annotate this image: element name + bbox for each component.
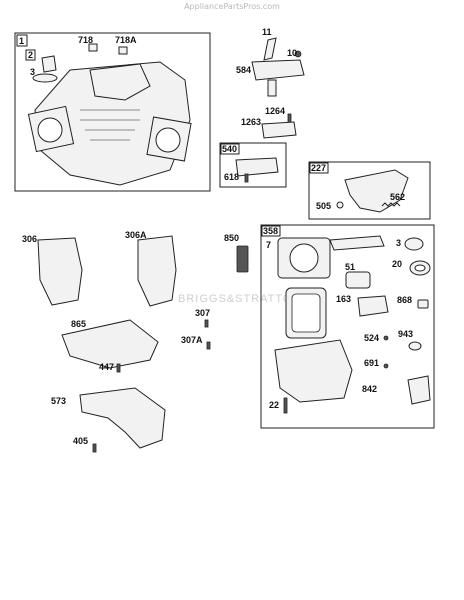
label-691: 691: [364, 358, 379, 368]
label-718: 718: [78, 35, 93, 45]
group-1-box: 1: [14, 32, 211, 192]
part-crankcase-gasket[interactable]: [274, 339, 353, 403]
group-2-box: 2: [25, 49, 36, 61]
part-breather-cover[interactable]: [251, 59, 305, 97]
part-reed-1263[interactable]: [261, 121, 297, 139]
part-valve-cover-gasket[interactable]: [285, 287, 327, 339]
label-618: 618: [224, 172, 239, 182]
label-405: 405: [73, 436, 88, 446]
part-screw-618[interactable]: [244, 173, 249, 183]
part-868[interactable]: [417, 299, 429, 309]
label-3-gasket-set: 3: [396, 238, 401, 248]
part-guard-573[interactable]: [79, 387, 166, 449]
label-22: 22: [269, 400, 279, 410]
part-air-guide-306[interactable]: [37, 237, 83, 306]
label-20: 20: [392, 259, 402, 269]
part-gasket-strip[interactable]: [329, 235, 385, 251]
part-air-guide-306a[interactable]: [137, 235, 177, 307]
part-gasket-163[interactable]: [357, 295, 389, 317]
brand-watermark: BRIGGS&STRATTON: [178, 293, 301, 305]
group-358-number: 358: [263, 226, 278, 236]
label-1263: 1263: [241, 117, 261, 127]
label-307: 307: [195, 308, 210, 318]
part-screw-405[interactable]: [92, 443, 97, 453]
part-bolt-22[interactable]: [283, 397, 288, 414]
label-307a: 307A: [181, 335, 203, 345]
group-358-box: 358: [260, 224, 435, 429]
part-bracket-227[interactable]: [344, 169, 409, 213]
part-head-gasket-7[interactable]: [277, 237, 331, 279]
label-584: 584: [236, 65, 251, 75]
part-seal-842[interactable]: [407, 375, 431, 405]
part-seal-3[interactable]: [404, 237, 424, 251]
part-spring-562[interactable]: [381, 202, 401, 207]
label-51: 51: [345, 262, 355, 272]
label-850: 850: [224, 233, 239, 243]
label-306: 306: [22, 234, 37, 244]
part-gasket-51[interactable]: [345, 271, 371, 289]
part-screw-447[interactable]: [116, 363, 121, 373]
site-watermark: AppliancePartsPros.com: [184, 2, 280, 11]
label-163: 163: [336, 294, 351, 304]
label-524: 524: [364, 333, 379, 343]
group-540-box: 540: [219, 142, 287, 188]
part-baffle-865[interactable]: [61, 319, 159, 369]
part-524[interactable]: [383, 335, 389, 341]
group-1-number: 1: [19, 36, 24, 46]
part-washer-505[interactable]: [336, 201, 344, 209]
part-bolt-10[interactable]: [294, 50, 302, 58]
label-1264: 1264: [265, 106, 285, 116]
label-3-top: 3: [30, 67, 35, 77]
part-sleeve[interactable]: [32, 55, 58, 83]
part-dowel-718a[interactable]: [118, 46, 128, 55]
label-306a: 306A: [125, 230, 147, 240]
part-sealant-850[interactable]: [236, 245, 249, 273]
label-11: 11: [262, 27, 272, 37]
group-227-number: 227: [311, 163, 326, 173]
label-562: 562: [390, 192, 405, 202]
label-943: 943: [398, 329, 413, 339]
label-842: 842: [362, 384, 377, 394]
part-dowel-718[interactable]: [88, 43, 98, 52]
label-573: 573: [51, 396, 66, 406]
part-screw-307[interactable]: [204, 319, 209, 328]
label-868: 868: [397, 295, 412, 305]
part-breather-tube[interactable]: [263, 37, 277, 61]
part-screw-307a[interactable]: [206, 341, 211, 350]
group-227-box: 227: [308, 161, 431, 220]
group-2-number: 2: [28, 50, 33, 60]
part-691[interactable]: [383, 363, 389, 369]
label-447: 447: [99, 362, 114, 372]
label-718a: 718A: [115, 35, 137, 45]
label-865: 865: [71, 319, 86, 329]
label-10: 10: [287, 48, 297, 58]
part-cylinder-block[interactable]: [27, 61, 192, 186]
part-oring-943[interactable]: [408, 341, 422, 351]
label-7: 7: [266, 240, 271, 250]
part-seal-20[interactable]: [409, 260, 431, 276]
label-505: 505: [316, 201, 331, 211]
part-gasket-540[interactable]: [235, 157, 279, 177]
group-540-number: 540: [222, 144, 237, 154]
